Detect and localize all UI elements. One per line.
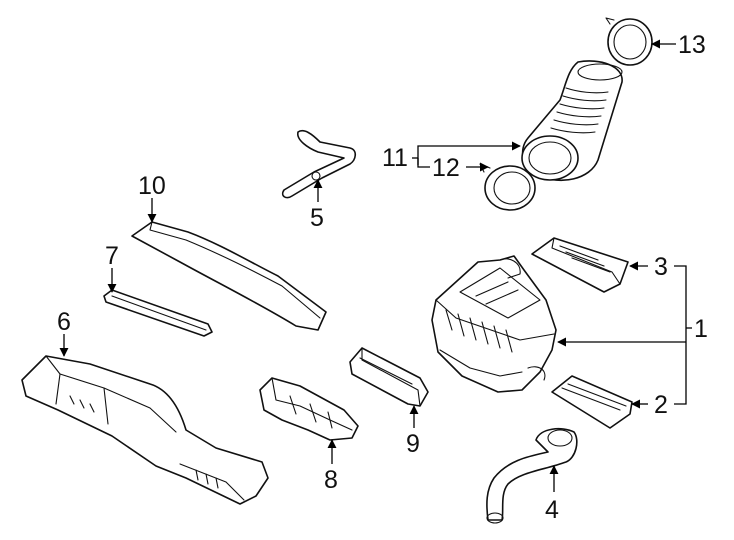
part-9-duct-piece bbox=[349, 347, 429, 407]
callout-2: 2 bbox=[654, 391, 668, 419]
callout-6: 6 bbox=[57, 308, 71, 336]
part-2-filter-element bbox=[551, 375, 633, 429]
part-5-breather-hose bbox=[281, 129, 357, 199]
part-4-outlet-hose bbox=[486, 427, 578, 524]
part-11-intake-hose bbox=[521, 60, 623, 182]
callout-12: 12 bbox=[432, 154, 460, 182]
callout-labels: 13 11 12 3 1 2 4 5 10 7 6 8 9 bbox=[57, 31, 708, 524]
callout-11: 11 bbox=[382, 144, 408, 172]
part-1-air-cleaner-housing bbox=[431, 255, 557, 393]
callout-8: 8 bbox=[324, 466, 338, 494]
leader-lines bbox=[59, 39, 692, 492]
part-8-bracket bbox=[259, 377, 359, 441]
callout-5: 5 bbox=[310, 204, 324, 232]
callout-1: 1 bbox=[694, 315, 708, 343]
part-6-lower-duct bbox=[21, 355, 269, 505]
part-3-filter-element bbox=[531, 237, 629, 293]
callout-7: 7 bbox=[105, 242, 119, 270]
callout-10: 10 bbox=[138, 172, 166, 200]
part-12-clamp bbox=[479, 163, 536, 211]
part-13-clamp bbox=[605, 17, 653, 66]
part-10-panel bbox=[131, 221, 327, 331]
part-7-seal-strip bbox=[103, 289, 213, 337]
callout-9: 9 bbox=[406, 430, 420, 458]
callout-3: 3 bbox=[654, 253, 668, 281]
callout-13: 13 bbox=[678, 31, 706, 59]
callout-4: 4 bbox=[545, 496, 559, 524]
